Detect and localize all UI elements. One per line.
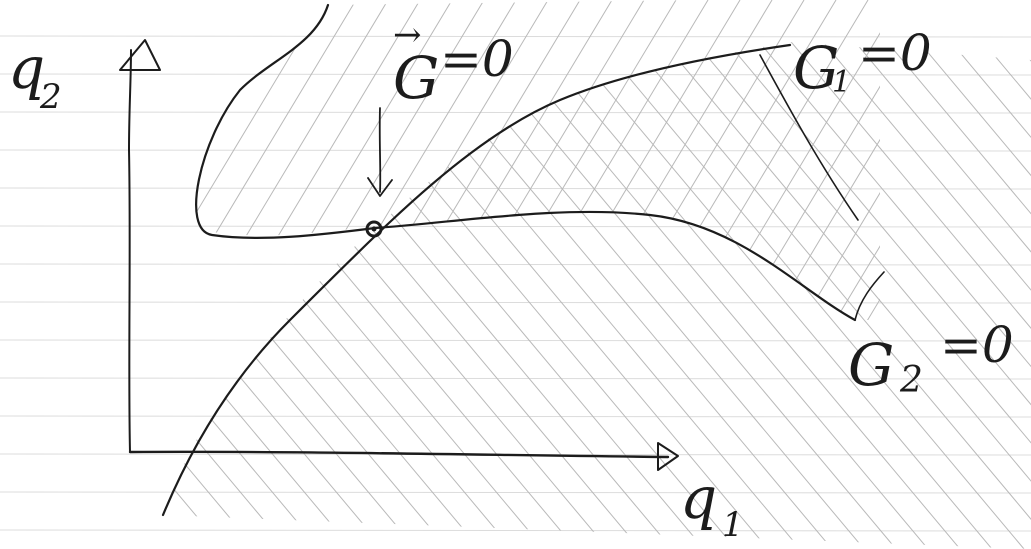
notebook-rule-line — [0, 415, 1031, 418]
notebook-rule-line — [0, 187, 1031, 190]
x-axis-label-subscript: 1 — [722, 505, 744, 545]
notebook-rule-line — [0, 263, 1031, 266]
intersection-point — [365, 220, 383, 238]
hatch-line — [883, 42, 1031, 549]
y-axis-label-subscript: 2 — [39, 77, 62, 117]
g-vector-equation: =0 — [440, 30, 514, 88]
hatch-line — [665, 0, 880, 320]
hatch-line — [633, 0, 880, 320]
hatch-line — [851, 42, 1031, 549]
y-axis-label: q — [8, 34, 45, 102]
intersection-point-core — [371, 226, 377, 232]
g1-label-equation: =0 — [858, 24, 932, 82]
hatch-line — [723, 42, 1031, 549]
hatch-line — [595, 42, 1031, 549]
hatch-line — [163, 42, 609, 549]
g2-label: G — [848, 331, 894, 399]
notebook-rule-line — [0, 225, 1031, 228]
notebook-rule-line — [0, 35, 1031, 38]
curve-g2 — [195, 3, 857, 322]
g2-label-equation: =0 — [940, 316, 1014, 374]
hatch-line — [163, 42, 449, 549]
g2-label-subscript: 2 — [899, 360, 923, 401]
pointer-arrowhead-icon — [367, 177, 393, 197]
hatch-line — [499, 42, 961, 549]
hatch-line — [163, 42, 385, 549]
hatch-line — [915, 42, 1031, 549]
hatch-line — [691, 42, 1031, 549]
notebook-rule-line — [0, 111, 1031, 114]
hatch-line — [1018, 0, 1031, 549]
hatch-line — [857, 0, 880, 320]
g-vector-arrow: → — [393, 15, 422, 55]
hatch-line — [163, 42, 353, 549]
pointer-arrow — [378, 107, 382, 193]
y-axis-arrowhead-icon — [119, 39, 161, 71]
hatch-line — [163, 42, 289, 549]
hatch-line — [787, 42, 1031, 549]
hatch-line — [659, 42, 1031, 549]
curve-g1 — [161, 43, 792, 517]
notebook-rule-line — [0, 339, 1031, 342]
hatch-line — [1011, 42, 1031, 549]
hatch-line — [163, 42, 417, 549]
hatch-line — [947, 42, 1031, 549]
notebook-rule-line — [0, 529, 1031, 532]
notebook-rule-line — [0, 301, 1031, 304]
notebook-rules — [0, 35, 1031, 532]
hatch-line — [627, 42, 1031, 549]
hatch-line — [890, 0, 1031, 549]
hatch-line — [922, 0, 1031, 549]
hatch-line — [196, 0, 389, 320]
notebook-rule-line — [0, 73, 1031, 76]
g1-label: G — [793, 34, 839, 102]
y-axis — [128, 49, 132, 453]
notebook-rule-line — [0, 377, 1031, 380]
hatch-line — [697, 0, 880, 320]
hatch-line — [819, 42, 1031, 549]
hatch-line — [986, 0, 1031, 549]
hatch-line — [563, 42, 1025, 549]
g-vector-label: G — [393, 44, 439, 112]
notebook-rule-line — [0, 491, 1031, 494]
hatch-line — [755, 42, 1031, 549]
x-axis-arrowhead-icon — [657, 442, 679, 471]
g1-label-subscript: 1 — [832, 65, 851, 100]
notebook-rule-line — [0, 149, 1031, 152]
g1-boundary-strokes — [759, 54, 885, 321]
hatch-line — [196, 0, 357, 320]
hatch-line — [196, 0, 421, 320]
hatch-line — [473, 0, 805, 320]
x-axis — [128, 450, 670, 459]
x-axis-label: q — [680, 464, 717, 532]
hatch-line — [196, 0, 325, 320]
hatch-line — [531, 42, 993, 549]
hatch-line — [163, 42, 321, 549]
